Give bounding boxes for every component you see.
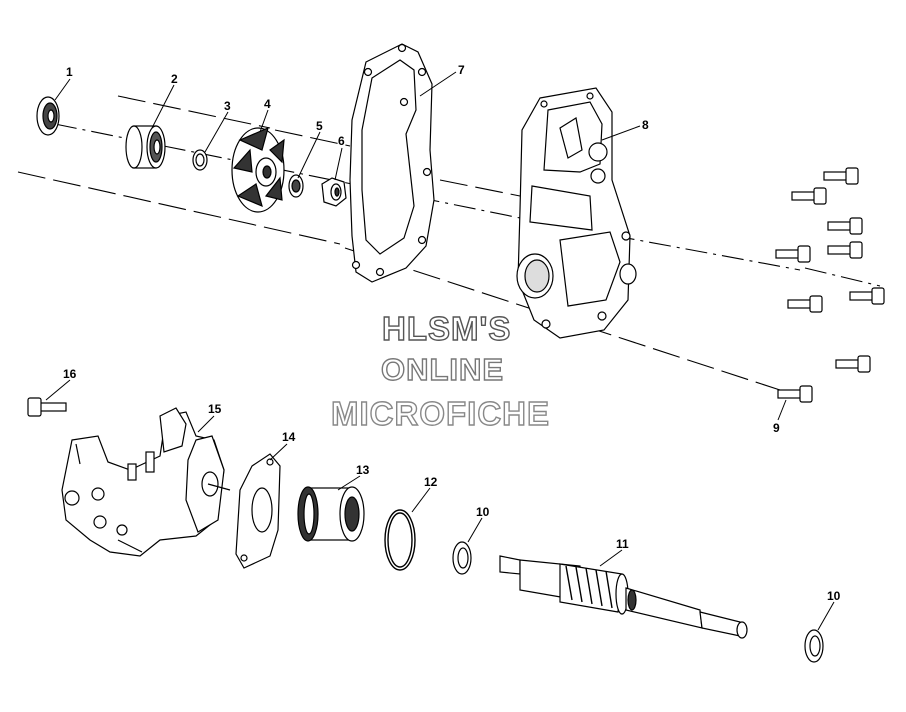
part-10-washer-left	[452, 541, 472, 575]
callout-4: 4	[264, 97, 271, 111]
callout-13: 13	[356, 463, 370, 477]
part-5-washer	[288, 174, 304, 198]
part-11-drive-shaft	[499, 555, 748, 639]
bolt	[787, 295, 823, 313]
part-9-bolts	[775, 167, 885, 403]
part-7-gasket	[349, 43, 435, 283]
part-8-cover-housing	[516, 87, 637, 339]
part-3-washer	[192, 149, 208, 171]
callout-12: 12	[424, 475, 438, 489]
callout-2: 2	[171, 72, 178, 86]
bolt	[827, 217, 863, 235]
callout-9: 9	[773, 421, 780, 435]
callout-10-left: 10	[476, 505, 490, 519]
callout-11: 11	[616, 537, 629, 551]
watermark-line-3: MICROFICHE	[330, 394, 550, 432]
part-14-gasket	[235, 453, 281, 569]
bolt	[835, 355, 871, 373]
callout-15: 15	[208, 402, 222, 416]
callout-1: 1	[66, 65, 73, 79]
callout-3: 3	[224, 99, 231, 113]
part-4-impeller	[231, 126, 285, 213]
part-13-sleeve	[297, 486, 365, 542]
leader-lines	[45, 71, 835, 631]
watermark-line-1: HLSM'S	[381, 309, 512, 347]
part-12-o-ring	[384, 509, 416, 571]
bolt	[823, 167, 859, 185]
callout-7: 7	[458, 63, 465, 77]
callout-16: 16	[63, 367, 77, 381]
part-1-seal	[36, 96, 60, 136]
bolt	[775, 245, 811, 263]
part-16-bolt	[27, 397, 67, 417]
callout-14: 14	[282, 430, 296, 444]
callout-10-right: 10	[827, 589, 841, 603]
bolt	[827, 241, 863, 259]
bolt	[777, 385, 813, 403]
bolt	[791, 187, 827, 205]
callout-6: 6	[338, 134, 345, 148]
part-2-bearing	[125, 125, 166, 169]
watermark-line-2: ONLINE	[380, 351, 505, 387]
callout-8: 8	[642, 118, 649, 132]
part-10-washer-right	[804, 629, 824, 663]
part-15-pump-body	[61, 407, 231, 557]
callout-5: 5	[316, 119, 323, 133]
part-6-nut	[321, 177, 347, 207]
bolt	[849, 287, 885, 305]
